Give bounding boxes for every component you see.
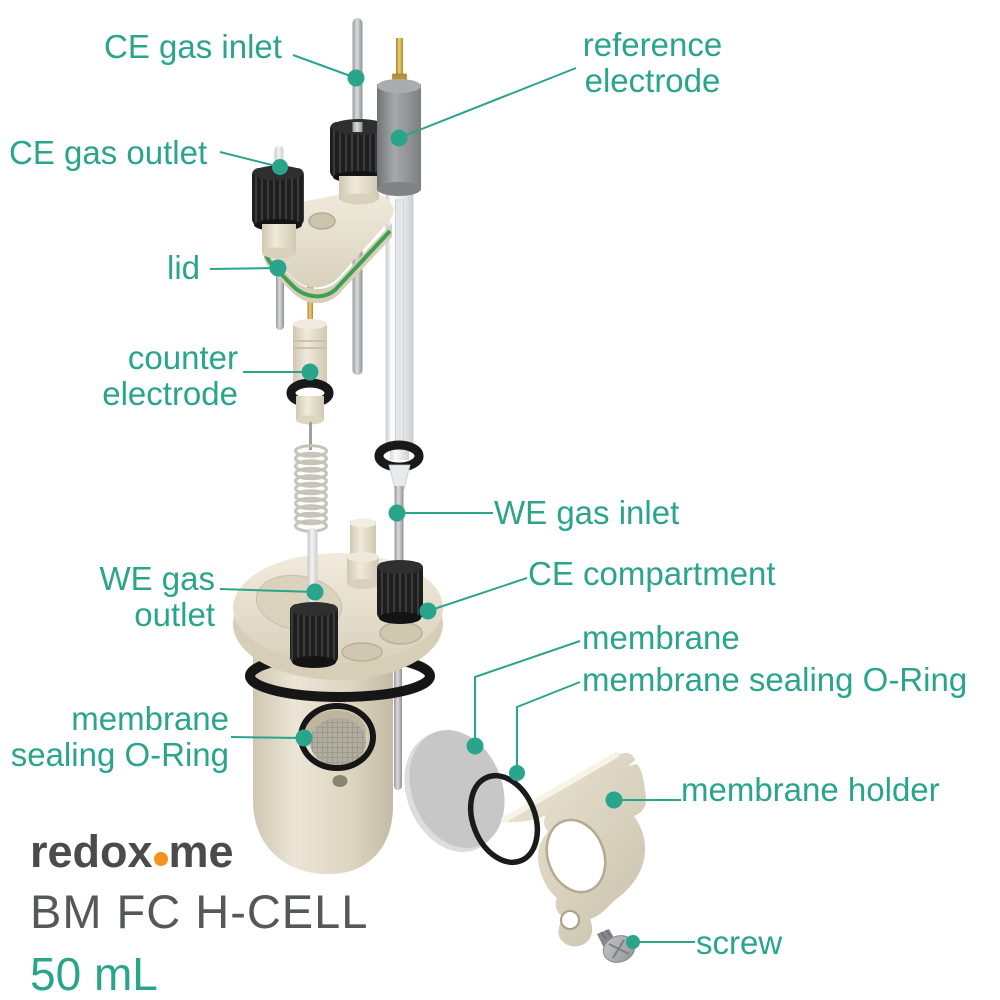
- leader-ce-compartment: [419, 577, 528, 620]
- label-membrane-holder: membrane holder: [681, 771, 940, 808]
- spring-part: [294, 444, 328, 533]
- leader-ce-gas-inlet: [292, 54, 365, 87]
- dot-we-gas-outlet: [306, 583, 324, 601]
- leader-reference-electrode: [390, 67, 577, 147]
- membrane-part: [404, 729, 505, 853]
- flange-hole-1: [379, 621, 423, 645]
- membrane-holder-screw-hole: [560, 910, 580, 930]
- label-ce-gas-inlet: CE gas inlet: [104, 28, 282, 65]
- label-membrane-sealing-oring-left: membrane sealing O-Ring: [10, 700, 229, 773]
- dot-ce-gas-outlet: [272, 159, 288, 175]
- dot-counter-electrode: [301, 363, 319, 381]
- lid-side-face: [263, 223, 392, 304]
- dot-reference-electrode: [390, 129, 408, 147]
- leader-membrane-sealing-oring: [509, 681, 581, 781]
- label-membrane-sealing-oring: membrane sealing O-Ring: [582, 661, 968, 698]
- center-post: [347, 518, 379, 589]
- ce-compartment-part: [233, 486, 443, 875]
- ce-gas-inlet-port: [330, 119, 388, 205]
- label-we-gas-inlet: WE gas inlet: [494, 494, 680, 531]
- label-we-gas-outlet: WE gas outlet: [99, 560, 215, 633]
- dot-ce-gas-inlet: [347, 69, 365, 87]
- dot-membrane: [466, 737, 484, 755]
- dot-screw: [626, 935, 640, 949]
- label-ce-compartment: CE compartment: [528, 555, 776, 592]
- we-gas-inlet-tube: [394, 486, 404, 578]
- leader-ce-gas-outlet: [219, 151, 288, 175]
- leader-membrane: [466, 640, 581, 755]
- label-lid: lid: [167, 249, 201, 286]
- ce-gas-inlet-cap: [330, 122, 388, 178]
- membrane-sealing-oring-part: [467, 772, 541, 866]
- logo-orange-dot-icon: [153, 852, 168, 866]
- leader-counter-electrode: [243, 363, 319, 381]
- leader-membrane-holder: [605, 791, 681, 809]
- leader-we-gas-inlet: [388, 504, 493, 522]
- dot-membrane-holder: [605, 791, 623, 809]
- label-membrane: membrane: [582, 619, 740, 656]
- glass-tube-oring: [374, 440, 424, 490]
- label-reference-electrode: reference electrode: [582, 26, 723, 99]
- leader-we-gas-outlet: [219, 583, 324, 601]
- we-gas-outlet-cap: [290, 602, 338, 668]
- we-gas-inlet-cap: [377, 560, 423, 624]
- ce-gas-outlet-cap: [252, 168, 304, 226]
- dot-membrane-sealing-oring-left: [295, 729, 313, 747]
- dot-membrane-sealing-oring: [509, 765, 525, 781]
- lid-hole: [308, 212, 336, 230]
- leader-screw: [626, 935, 695, 949]
- label-screw: screw: [696, 924, 783, 961]
- product-name: BM FC H-CELL: [30, 885, 369, 938]
- cell-drain-hole: [332, 775, 348, 787]
- label-counter-electrode: counter electrode: [102, 339, 238, 412]
- counter-electrode-pin: [307, 284, 313, 324]
- product-volume: 50 mL: [30, 948, 158, 1000]
- dot-we-gas-inlet: [388, 504, 406, 522]
- reference-electrode-pin: [396, 38, 403, 78]
- leader-membrane-sealing-oring-left: [230, 729, 313, 747]
- reference-electrode-glass-tube: [385, 185, 414, 445]
- frit-mesh: [310, 718, 366, 766]
- leader-lid: [209, 259, 287, 277]
- ce-gas-outlet-port: [252, 146, 304, 259]
- dot-lid: [269, 259, 287, 277]
- reference-electrode-part: [377, 38, 421, 196]
- flange-hole-2: [341, 642, 383, 662]
- glass-tube-taper: [388, 464, 411, 490]
- membrane-holder-part: [501, 752, 647, 947]
- dot-ce-compartment: [419, 602, 437, 620]
- counter-electrode-wire: [309, 422, 312, 450]
- label-ce-gas-outlet: CE gas outlet: [9, 134, 208, 171]
- membrane-holder-window: [545, 818, 607, 894]
- counter-electrode-part: [286, 319, 334, 450]
